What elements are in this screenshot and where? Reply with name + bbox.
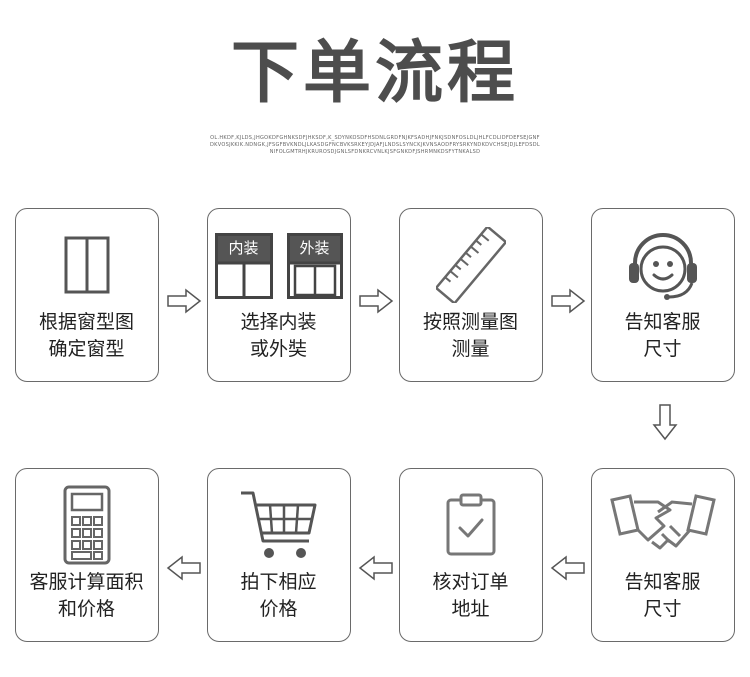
arrow-right-icon — [551, 288, 586, 314]
outer-mount-tag: 外装 — [286, 233, 343, 263]
handshake-icon — [592, 483, 733, 567]
step-8-card: 客服计算面积和价格 — [15, 468, 159, 642]
arrow-left-icon — [358, 555, 393, 581]
step-7-label: 拍下相应价格 — [240, 571, 317, 620]
step-8-label: 客服计算面积和价格 — [29, 571, 144, 620]
calculator-icon — [16, 483, 157, 567]
step-3-label: 按照测量图测量 — [422, 311, 518, 360]
inner-mount-tag: 内装 — [214, 233, 273, 263]
arrow-left-icon — [166, 555, 201, 581]
step-6-card: 核对订单地址 — [399, 468, 543, 642]
step-1-label: 根据窗型图确定窗型 — [38, 311, 134, 360]
arrow-right-icon — [359, 288, 394, 314]
customer-service-icon — [592, 223, 733, 307]
arrow-right-icon — [167, 288, 202, 314]
step-3-card: 按照测量图测量 — [399, 208, 543, 382]
mount-type-icon: 内装 外装 — [208, 223, 349, 307]
ruler-icon — [400, 223, 541, 307]
page-title: 下单流程 — [230, 34, 519, 113]
step-7-card: 拍下相应价格 — [207, 468, 351, 642]
step-4-card: 告知客服尺寸 — [591, 208, 735, 382]
step-5-label: 告知客服尺寸 — [624, 571, 701, 620]
arrow-left-icon — [550, 555, 585, 581]
step-5-card: 告知客服尺寸 — [591, 468, 735, 642]
window-icon — [16, 223, 157, 307]
step-2-card: 内装 外装 选择内装或外奘 — [207, 208, 351, 382]
clipboard-check-icon — [400, 483, 541, 567]
step-6-label: 核对订单地址 — [432, 571, 509, 620]
decorative-subtitle: OL.HKDF,KJLDS,JHGOKDFGHNKSDFJHKSDF,K_SDY… — [210, 135, 541, 155]
step-4-label: 告知客服尺寸 — [624, 311, 701, 360]
step-1-card: 根据窗型图确定窗型 — [15, 208, 159, 382]
cart-icon — [208, 483, 349, 567]
arrow-down-icon — [652, 404, 678, 441]
step-2-label: 选择内装或外奘 — [240, 311, 317, 360]
